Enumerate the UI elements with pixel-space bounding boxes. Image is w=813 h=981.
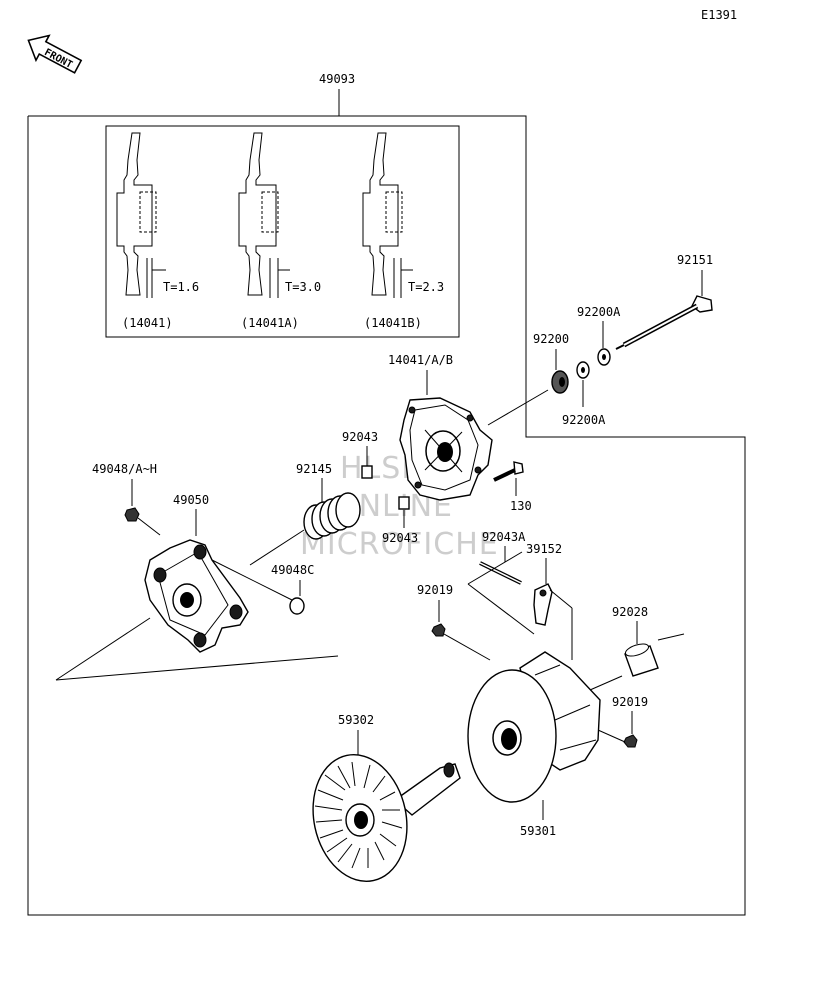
spider-14041: 14041/A/B bbox=[388, 353, 493, 501]
weight-49048C: 49048C bbox=[271, 563, 314, 615]
callout-92200A-top: 92200A bbox=[577, 305, 621, 319]
spider-variant-2-thickness: T=3.0 bbox=[285, 280, 321, 294]
washer-92200A: 92200A 92200A bbox=[562, 305, 621, 427]
callout-92028: 92028 bbox=[612, 605, 648, 619]
callout-92019-left: 92019 bbox=[417, 583, 453, 597]
assembly-frame: 49093 bbox=[27, 72, 746, 916]
bolt-130: 130 bbox=[493, 461, 532, 513]
spider-variants-box: T=1.6 (14041) T=3.0 (14041A) T=2.3 (1404… bbox=[105, 125, 460, 338]
spider-variant-1: T=1.6 (14041) bbox=[116, 132, 199, 330]
spider-variant-3-part: (14041B) bbox=[364, 316, 422, 330]
watermark: HLSM ONLINE MICROFICHE bbox=[300, 451, 498, 562]
callout-92043-bottom: 92043 bbox=[382, 531, 418, 545]
callout-49050: 49050 bbox=[173, 493, 209, 507]
callout-59302: 59302 bbox=[338, 713, 374, 727]
callout-92019-right: 92019 bbox=[612, 695, 648, 709]
bolt-92151: 92151 bbox=[615, 253, 713, 350]
spider-variant-3-thickness: T=2.3 bbox=[408, 280, 444, 294]
callout-92200A-bottom: 92200A bbox=[562, 413, 606, 427]
spider-variant-1-part: (14041) bbox=[122, 316, 173, 330]
arm-39152: 39152 bbox=[526, 542, 573, 660]
pin-92043A: 92043A bbox=[467, 530, 535, 635]
spring-92145: 92145 bbox=[249, 462, 361, 566]
callout-14041: 14041/A/B bbox=[388, 353, 453, 367]
callout-59301: 59301 bbox=[520, 824, 556, 838]
diagram-code: E1391 bbox=[701, 8, 737, 22]
nut-92200: 92200 bbox=[487, 332, 569, 426]
callout-39152: 39152 bbox=[526, 542, 562, 556]
nut-92019-left: 92019 bbox=[417, 583, 491, 661]
assembly-label: 49093 bbox=[319, 72, 355, 86]
callout-92043A: 92043A bbox=[482, 530, 526, 544]
cover-49050: 49050 bbox=[55, 493, 339, 681]
spider-variant-2: T=3.0 (14041A) bbox=[238, 132, 321, 330]
callout-92043-top: 92043 bbox=[342, 430, 378, 444]
pin-92043: 92043 92043 bbox=[342, 430, 418, 545]
callout-92151: 92151 bbox=[677, 253, 713, 267]
callout-49048: 49048/A~H bbox=[92, 462, 157, 476]
nut-92019-right: 92019 bbox=[597, 695, 648, 748]
callout-49048C: 49048C bbox=[271, 563, 314, 577]
spider-variant-3: T=2.3 (14041B) bbox=[362, 132, 444, 330]
callout-130: 130 bbox=[510, 499, 532, 513]
spider-variant-2-part: (14041A) bbox=[241, 316, 299, 330]
front-arrow-icon: FRONT bbox=[27, 34, 83, 74]
fixed-sheave-59302: 59302 bbox=[312, 713, 461, 883]
callout-92145: 92145 bbox=[296, 462, 332, 476]
callout-92200: 92200 bbox=[533, 332, 569, 346]
bushing-92028: 92028 bbox=[589, 605, 685, 691]
movable-sheave-59301: 59301 bbox=[467, 651, 601, 838]
weight-49048: 49048/A~H bbox=[92, 462, 161, 536]
spider-variant-1-thickness: T=1.6 bbox=[163, 280, 199, 294]
